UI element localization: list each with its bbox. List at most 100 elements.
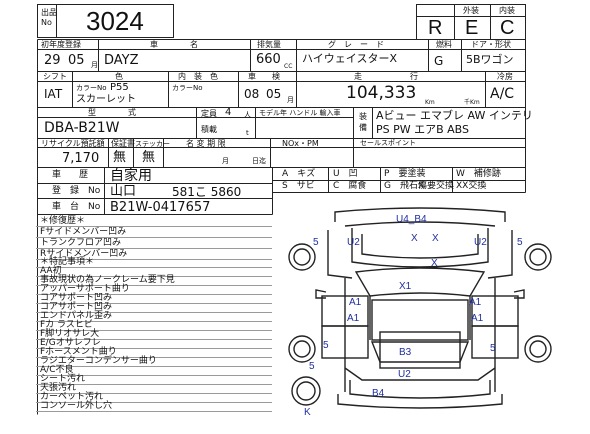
- mark-windshield: X1: [399, 281, 412, 292]
- car-name-label: 車 名: [150, 40, 198, 49]
- load-label: 積載: [201, 125, 217, 134]
- chassis-label: 車 台 No: [52, 202, 101, 212]
- sticker-label: ステッカー: [135, 140, 170, 148]
- fuel: G: [434, 54, 444, 68]
- mark-rear-bumper: B4: [372, 388, 385, 399]
- equipment-line2: PS PW エアB ABS: [376, 123, 470, 136]
- warranty-label: 保証書: [111, 139, 135, 148]
- mark-engine-x: X: [431, 258, 438, 269]
- mark-left-corner: 5: [313, 237, 319, 248]
- name-change-label: 名 変 期 限: [186, 139, 226, 148]
- mark-left-rear: 5: [323, 340, 329, 351]
- cc-unit: CC: [284, 63, 293, 70]
- note-item: コアサポート凹み: [40, 302, 113, 312]
- mark-left-fender: U2: [347, 237, 360, 248]
- color-name: スカーレット: [76, 94, 136, 105]
- note-item: Fサイドメンバー凹み: [40, 227, 127, 237]
- grade-label: グ レ ー ド: [328, 40, 384, 49]
- note-item: コンソール外し穴: [40, 401, 113, 411]
- reg-no-label: 登 録 No: [52, 186, 101, 196]
- inspection-month-unit: 月: [287, 96, 294, 104]
- note-item: ＊修復歴＊: [40, 216, 86, 226]
- reg-place: 山口: [110, 184, 137, 199]
- chassis-no: B21W-0417657: [110, 200, 211, 215]
- mark-hood-x2: X: [432, 233, 439, 244]
- nox-pm-label: NOx・PM: [282, 139, 319, 148]
- mark-right-door-front: A1: [469, 297, 482, 308]
- reg-no: 581こ 5860: [172, 185, 242, 199]
- door-label: ドア・形状: [471, 40, 511, 49]
- sticker: 無: [142, 150, 156, 165]
- model-label: 型 式: [88, 108, 136, 117]
- interior-grade-label: 内装: [499, 6, 515, 15]
- first-reg-label: 初年度登録: [41, 40, 81, 49]
- inspection-label: 車 検: [248, 72, 280, 81]
- displacement-label: 排気量: [257, 40, 281, 49]
- legend-w: W 補修跡: [456, 169, 501, 179]
- note-item: シート汚れ: [40, 374, 86, 384]
- note-item: カーペット汚れ: [40, 392, 104, 402]
- note-item: アッパーサポート曲り: [40, 284, 130, 294]
- shift: IAT: [44, 87, 63, 101]
- color-no: P55: [110, 82, 129, 93]
- note-item: ＊特記事項＊: [40, 257, 95, 267]
- recycle-label: リサイクル預託額: [41, 139, 105, 148]
- shift-label: シフト: [43, 72, 67, 81]
- load-unit: t: [246, 129, 249, 137]
- note-item: Fホースメント曲り: [40, 347, 117, 357]
- total-grade: R: [428, 17, 443, 39]
- sales-point-label: セールスポイント: [360, 139, 416, 147]
- mark-floor: B3: [399, 347, 412, 358]
- equipment-label: 装 備: [359, 112, 367, 132]
- inspection-year: 08: [244, 87, 260, 101]
- name-change-month-unit: 月: [222, 157, 229, 165]
- car-name: DAYZ: [104, 53, 139, 68]
- car-diagram: [288, 207, 552, 409]
- legend-p: P 要塗装: [384, 169, 426, 179]
- door-body: 5Bワゴン: [466, 53, 514, 66]
- note-item: Rサイドメンバー凹み: [40, 249, 128, 259]
- legend-xx: XX交換: [456, 181, 487, 191]
- inspection-month: 05: [266, 87, 282, 101]
- name-change-day-unit: 日迄: [252, 157, 266, 165]
- vehicle-history: 自家用: [110, 168, 152, 184]
- legend-u: U 凹: [333, 169, 358, 179]
- mark-right-rear: 5: [490, 343, 496, 354]
- lot-number: 3024: [86, 6, 144, 36]
- fuel-label: 燃料: [436, 40, 452, 49]
- lot-label: 出品 No: [41, 8, 57, 27]
- interior-color-label: 内 装 色: [178, 72, 218, 81]
- mark-right-corner: 5: [517, 237, 523, 248]
- car-grade: ハイウェイスターX: [302, 52, 397, 65]
- ac: A/C: [490, 86, 515, 102]
- thousand-km-unit: 千Km: [464, 99, 480, 106]
- legend-c: C 腐食: [333, 181, 367, 191]
- note-item: A/C不良: [40, 365, 74, 375]
- note-item: エンドパネル歪み: [40, 311, 113, 321]
- mark-right-door-rear: A1: [471, 313, 484, 324]
- mark-right-fender: U2: [474, 237, 487, 248]
- mark-left-door-rear: A1: [347, 313, 360, 324]
- legend-g: G 飛石傷: [384, 181, 428, 191]
- interior-color-no-label: カラーNo: [172, 84, 203, 92]
- model-code: DBA-B21W: [44, 120, 120, 136]
- capacity-unit: 人: [244, 111, 251, 119]
- exterior-grade: E: [465, 17, 479, 39]
- km-unit: Km: [425, 99, 435, 106]
- model-year-handle-label: モデル年 ハンドル 輸入車: [259, 109, 341, 117]
- vehicle-history-label: 車 歴: [52, 170, 89, 180]
- mileage-label: 走 行: [354, 72, 418, 81]
- mileage: 104,333: [346, 83, 417, 103]
- mark-left-door-front: A1: [349, 297, 362, 308]
- legend-s: S サビ: [282, 181, 315, 191]
- mark-hood-x: X: [411, 233, 418, 244]
- note-item: AA初: [40, 266, 62, 276]
- first-reg-month-unit: 月: [91, 61, 98, 69]
- capacity-label: 定員: [201, 109, 217, 118]
- color-label: 色: [115, 72, 123, 81]
- first-reg-year: 29: [44, 53, 61, 68]
- recycle-amount: 7,170: [62, 151, 100, 166]
- legend-a: A キズ: [282, 169, 316, 179]
- note-item: E/Gオサレフレ: [40, 338, 101, 348]
